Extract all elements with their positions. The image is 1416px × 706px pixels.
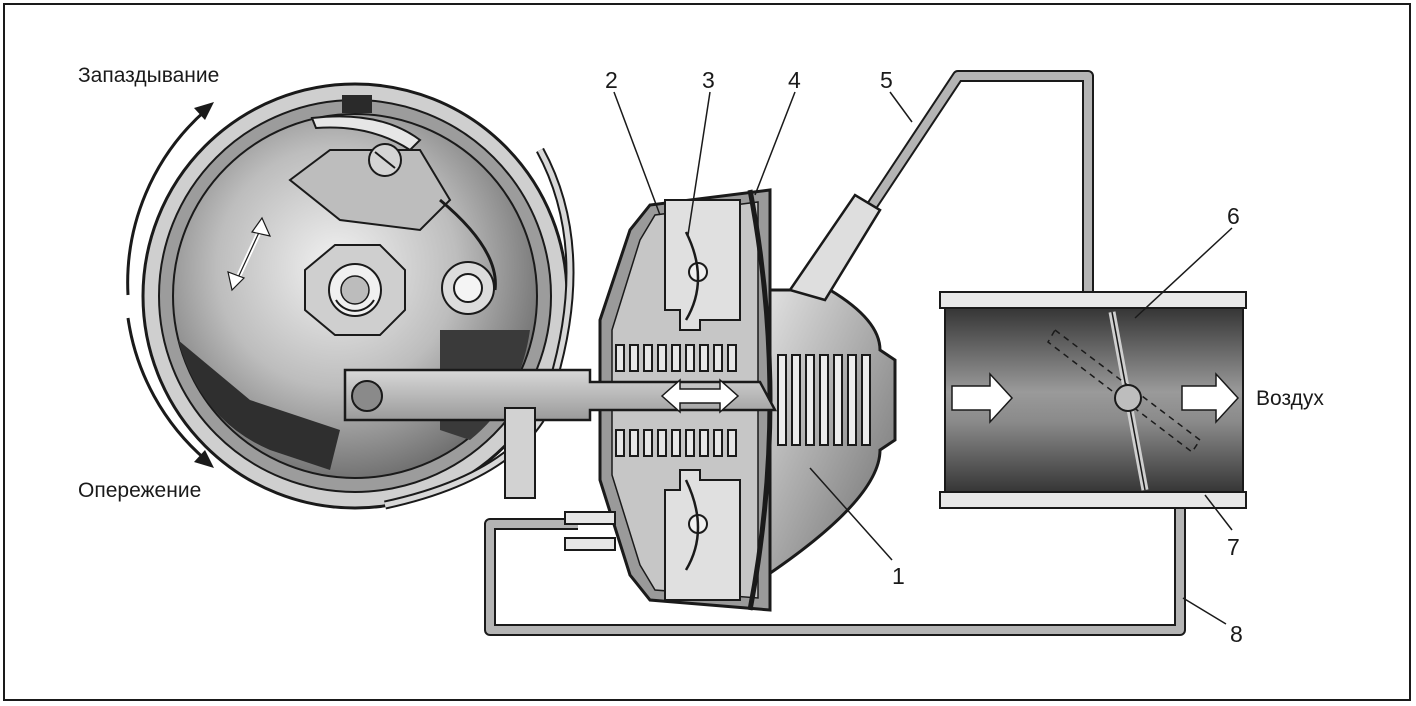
label-retard: Запаздывание (78, 64, 219, 87)
label-advance: Опережение (78, 479, 201, 502)
callout-3: 3 (702, 67, 715, 93)
callout-5: 5 (880, 67, 893, 93)
callout-8: 8 (1230, 621, 1243, 647)
callout-7: 7 (1227, 534, 1240, 560)
vacuum-line-lower (484, 490, 1186, 636)
callout-1: 1 (892, 563, 905, 589)
retard-arrowhead (194, 102, 214, 120)
throttle-body (939, 291, 1247, 509)
rod-double-arrow (660, 378, 740, 414)
leader-lines (613, 91, 1233, 625)
callout-4: 4 (788, 67, 801, 93)
connecting-rod (343, 368, 778, 499)
callout-6: 6 (1227, 203, 1240, 229)
callout-2: 2 (605, 67, 618, 93)
advance-arc-arrow (126, 317, 207, 462)
retard-arc-arrow (126, 108, 207, 296)
vacuum-line-upper (807, 70, 1094, 300)
label-air: Воздух (1256, 387, 1324, 410)
advance-arrowhead (194, 450, 214, 468)
